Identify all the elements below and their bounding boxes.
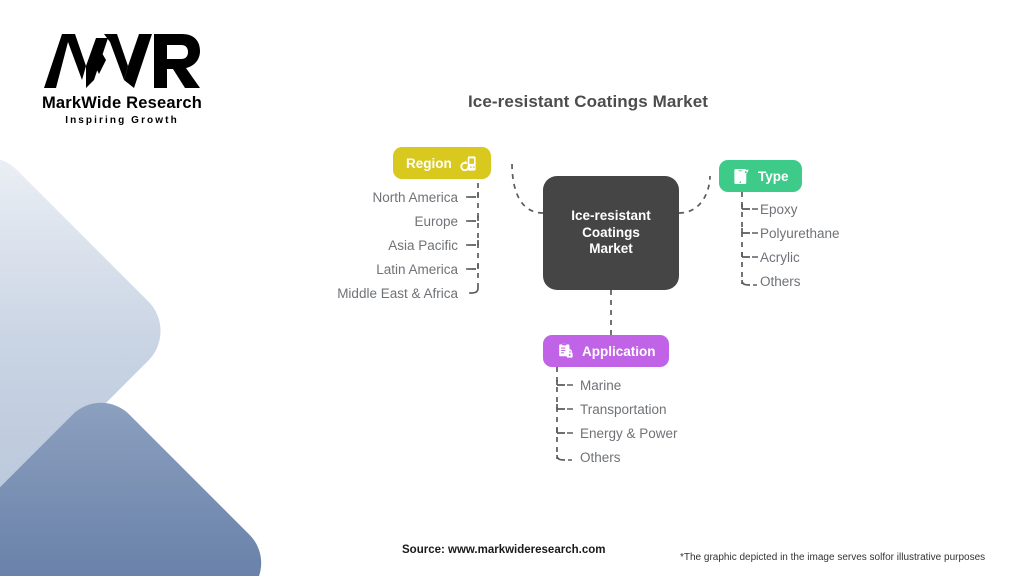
- device-refresh-icon: [459, 154, 478, 173]
- connector-center-type: [678, 175, 711, 214]
- branch-label-type: Type: [758, 168, 789, 184]
- application-leaf-stubs: [556, 380, 566, 461]
- mwr-logo-icon: [44, 34, 200, 88]
- brand-name: MarkWide Research: [41, 94, 203, 112]
- branch-badge-region[interactable]: Region: [393, 147, 491, 179]
- leaf-region-1: Europe: [414, 214, 458, 229]
- center-node-line1: Ice-resistant: [571, 208, 651, 224]
- leaf-application-0: Marine: [580, 378, 622, 393]
- leaf-type-3: Others: [760, 274, 801, 289]
- leaf-application-2: Energy & Power: [580, 426, 678, 441]
- leaf-region-4: Middle East & Africa: [337, 286, 458, 301]
- center-node-line3: Market: [589, 241, 633, 257]
- branch-badge-application[interactable]: Application: [543, 335, 669, 367]
- branch-label-application: Application: [582, 343, 656, 359]
- application-leaf-ticks: [567, 384, 573, 461]
- leaf-type-1: Polyurethane: [760, 226, 840, 241]
- leaf-region-3: Latin America: [376, 262, 458, 277]
- center-node[interactable]: Ice-resistant Coatings Market: [543, 176, 679, 290]
- leaf-type-2: Acrylic: [760, 250, 800, 265]
- branch-label-region: Region: [406, 155, 452, 171]
- source-text: Source: www.markwideresearch.com: [402, 544, 606, 556]
- leaf-region-0: North America: [372, 190, 458, 205]
- region-leaf-ticks: [466, 196, 473, 294]
- center-node-text: Ice-resistant Coatings Market: [571, 208, 651, 258]
- type-leaf-ticks: [752, 208, 758, 286]
- clipboard-lock-icon: [556, 342, 575, 361]
- connector-center-region: [511, 162, 544, 214]
- disclaimer-text: *The graphic depicted in the image serve…: [680, 552, 986, 563]
- leaf-region-2: Asia Pacific: [388, 238, 458, 253]
- leaf-application-3: Others: [580, 450, 621, 465]
- center-node-line2: Coatings: [582, 224, 640, 240]
- mobile-rocket-icon: [732, 167, 751, 186]
- page-title-text: Ice-resistant Coatings Market: [467, 92, 709, 111]
- branch-badge-type[interactable]: Type: [719, 160, 802, 192]
- leaf-application-1: Transportation: [580, 402, 667, 417]
- region-leaf-stubs: [468, 192, 479, 294]
- brand-tagline: Inspiring Growth: [65, 115, 179, 126]
- brand-logo: MarkWide Research Inspiring Growth: [22, 30, 222, 126]
- page-title: Ice-resistant Coatings Market: [0, 92, 1024, 112]
- leaf-type-0: Epoxy: [760, 202, 798, 217]
- type-leaf-stubs: [741, 204, 751, 286]
